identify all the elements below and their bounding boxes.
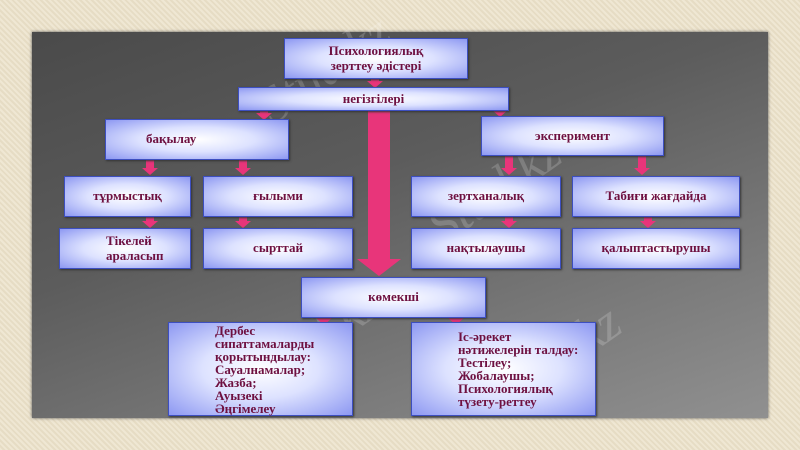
arrow	[448, 318, 464, 325]
experiment-node: эксперимент	[481, 116, 664, 156]
arrow	[142, 217, 158, 228]
observation-node: бақылау	[105, 119, 289, 160]
main-arrow	[357, 111, 401, 276]
arrow	[640, 217, 656, 228]
arrow	[235, 217, 251, 228]
arrow	[634, 156, 650, 175]
arrow	[367, 79, 383, 88]
arrow	[235, 160, 251, 175]
personal-methods-node: Дербес сипаттамаларды қорытындылау: Сауа…	[168, 322, 353, 416]
root-node: Психологиялық зерттеу әдістері	[284, 38, 468, 79]
clarifying-node: нақтылаушы	[411, 228, 561, 269]
direct-node: Тікелей араласып	[59, 228, 191, 269]
natural-node: Табиғи жағдайда	[572, 176, 740, 217]
auxiliary-node: көмекші	[301, 277, 486, 318]
everyday-node: тұрмыстық	[64, 176, 191, 217]
arrow	[501, 156, 517, 175]
laboratory-node: зертханалық	[411, 176, 561, 217]
activity-analysis-node: Іс-әрекет нәтижелерін талдау: Тестілеу; …	[411, 322, 596, 416]
scientific-node: ғылыми	[203, 176, 353, 217]
basis-node: негізгілері	[238, 87, 509, 111]
external-node: сырттай	[203, 228, 353, 269]
arrow	[142, 160, 158, 175]
arrow	[316, 318, 332, 325]
arrow	[256, 111, 272, 120]
formative-node: қалыптастырушы	[572, 228, 740, 269]
arrow	[501, 217, 517, 228]
